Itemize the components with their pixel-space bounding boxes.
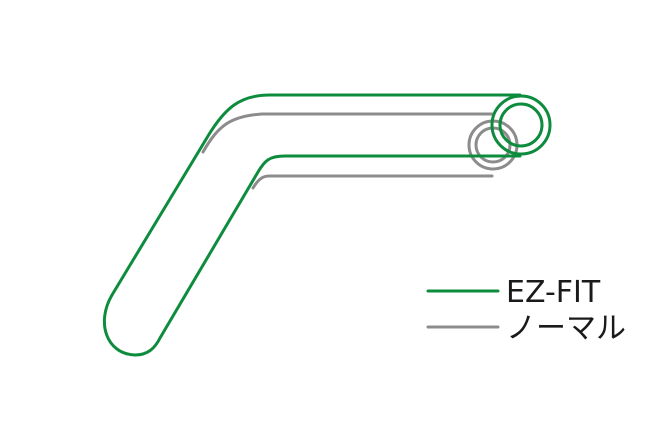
ez-fit-tube-end-outer (490, 94, 552, 156)
legend: EZ-FIT ノーマル (426, 275, 626, 346)
legend-item-normal: ノーマル (426, 311, 626, 346)
ez-fit-tube-end-inner (498, 102, 544, 148)
legend-item-ez-fit: EZ-FIT (426, 275, 601, 310)
normal-handlebar-outline (201, 112, 495, 190)
normal-handlebar (201, 112, 519, 190)
ez-fit-handlebar (102, 93, 552, 357)
legend-label-ez-fit: EZ-FIT (506, 275, 601, 310)
legend-label-normal: ノーマル (506, 311, 626, 346)
ez-fit-handlebar-outline (102, 93, 522, 357)
